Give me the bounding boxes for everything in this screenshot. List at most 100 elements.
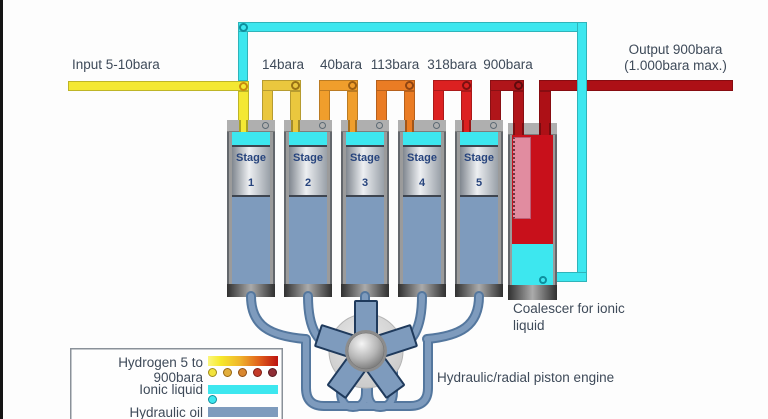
legend-oil-swatch [208,407,278,417]
stage-label: Stage [236,152,266,164]
pressure-label-113bara: 113bara [370,57,420,72]
check-valve-icon [405,81,414,90]
hydraulic-tube [389,291,427,355]
stage-label: Stage [407,152,437,164]
engine-hub [345,330,387,372]
ionic-liquid-band [232,132,270,145]
stage-piston: Stage 4 [403,145,441,197]
ionic-liquid-band [289,132,327,145]
legend-valve-dot [238,368,247,377]
pressure-label-14bara: 14bara [261,57,305,72]
piston-block [377,324,418,358]
interstage-pipe-2-3 [347,91,358,122]
inlet-stub [239,120,248,133]
inlet-stub [348,120,357,133]
interstage-pipe-2-3 [319,80,330,122]
valve-port-icon [262,122,269,129]
legend-valve-dot [208,368,217,377]
hydraulic-oil-fill [460,197,498,284]
hydraulic-tube [303,291,343,355]
stage-piston: Stage 5 [460,145,498,197]
hydraulic-oil-fill [289,197,327,284]
coalescer-vessel [508,123,557,300]
stage-piston: Stage 2 [289,145,327,197]
piston-block [365,356,405,399]
stage-label: Stage [350,152,380,164]
interstage-pipe-4-5 [461,91,472,122]
stage-piston: Stage 3 [346,145,384,197]
piston-block [314,324,355,358]
hydraulic-oil-fill [403,197,441,284]
input-label: Input 5-10bara [72,57,160,72]
hydraulic-oil-fill [232,197,270,284]
inlet-stub [291,120,300,133]
coalescer-label-line2: liquid [513,317,545,333]
coalescer-label: Coalescer for ionic liquid [513,301,625,334]
outlet-stub [539,123,551,137]
stage-bottom-cap [341,284,389,297]
coalescer-filter-element [513,137,531,219]
output-label: Output 900bara (1.000bara max.) [608,42,743,74]
pressure-label-900bara: 900bara [483,57,533,72]
stage-number: 3 [361,177,369,189]
hydraulic-tubes [246,291,484,412]
interstage-pipe-4-5 [433,80,472,91]
legend-valve-dot [268,368,277,377]
stage-number: 1 [247,177,255,189]
pipe-stage5-to-coalescer [490,80,501,123]
valve-port-icon [376,122,383,129]
hydraulic-oil-fill [346,197,384,284]
legend-box: Hydrogen 5 to 900bara Ionic liquid Hydra… [70,348,283,419]
hydraulic-tube [246,291,310,344]
legend-valve-dot [223,368,232,377]
ionic-return-pipe-right-leg [577,22,587,282]
interstage-pipe-1-2 [290,91,301,122]
engine-label: Hydraulic/radial piston engine [437,370,615,385]
stage-piston: Stage 1 [232,145,270,197]
ionic-return-pipe-top [238,22,587,32]
left-frame-line [0,0,3,419]
ionic-liquid-band [346,132,384,145]
output-label-line2: (1.000bara max.) [624,58,727,73]
stage-cylinder-3: Stage 3 [341,120,389,297]
interstage-pipe-3-4 [404,91,415,122]
interstage-pipe-1-2 [262,80,273,122]
stage-bottom-cap [398,284,446,297]
interstage-pipe-4-5 [433,80,444,122]
legend-hydrogen-label-line1: Hydrogen 5 to [118,355,203,370]
engine-shaft-sphere [347,332,385,370]
coalescer-bottom-cap [508,285,557,300]
stage-number: 5 [475,177,483,189]
check-valve-icon [239,82,248,91]
check-valve-icon [539,276,547,284]
hydraulic-tube [363,357,398,412]
valve-port-icon [319,122,326,129]
valve-port-icon [490,122,497,129]
stage-cylinder-4: Stage 4 [398,120,446,297]
stage-number: 2 [304,177,312,189]
ionic-return-pipe-bottom [552,272,587,282]
hydraulic-tube [301,334,433,411]
stage-bottom-cap [227,284,275,297]
check-valve-icon [291,81,300,90]
check-valve-icon [239,23,248,32]
radial-piston-engine [314,300,418,399]
valve-port-icon [433,122,440,129]
stage-label: Stage [464,152,494,164]
stage-cylinder-2: Stage 2 [284,120,332,297]
interstage-pipe-3-4 [376,80,387,122]
check-valve-icon [348,81,357,90]
output-label-line1: Output 900bara [628,42,723,57]
interstage-pipe-3-4 [376,80,415,91]
legend-hydrogen-label-line2: 900bara [153,370,203,385]
stage-number: 4 [418,177,426,189]
inlet-stub [513,123,524,137]
hydraulic-tube [422,291,484,344]
legend-ionic-swatch [208,385,278,394]
hydraulic-tube [336,357,371,412]
legend-oil-label: Hydraulic oil [129,405,203,419]
legend-hydrogen-swatch [208,356,278,366]
output-pipe-horizontal [539,80,733,91]
legend-ionic-valve-dot [208,395,217,404]
